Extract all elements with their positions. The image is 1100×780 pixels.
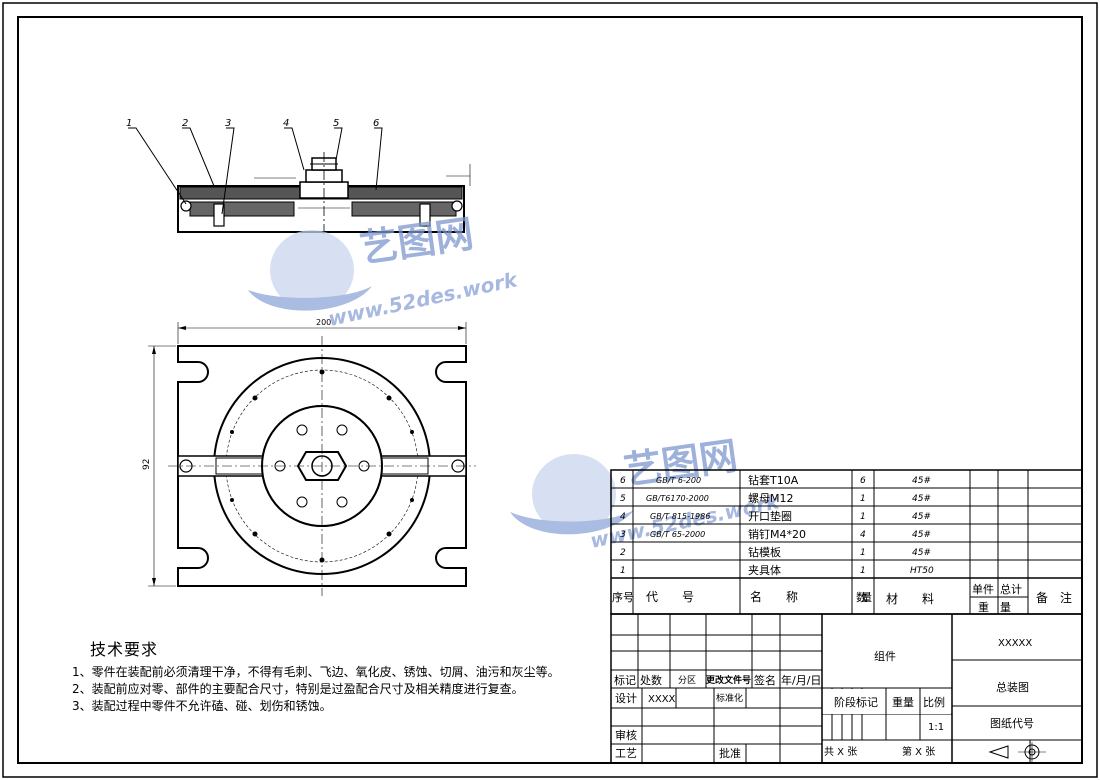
tb-standard: 标准化 bbox=[716, 692, 743, 704]
svg-text:5: 5 bbox=[620, 494, 626, 504]
tb-review: 审核 bbox=[615, 728, 637, 742]
inner-border bbox=[17, 16, 1083, 764]
tb-drawing-name: 总装图 bbox=[996, 680, 1029, 694]
section-view bbox=[128, 127, 471, 236]
balloon-5: 5 bbox=[333, 118, 339, 129]
svg-text:螺母M12: 螺母M12 bbox=[748, 492, 794, 505]
technical-requirements: 技术要求 1、零件在装配前必须清理干净，不得有毛刺、飞边、氧化皮、锈蚀、切屑、油… bbox=[72, 636, 592, 715]
svg-text:45#: 45# bbox=[912, 548, 931, 558]
svg-text:销钉M4*20: 销钉M4*20 bbox=[748, 527, 806, 541]
svg-text:1: 1 bbox=[860, 566, 866, 576]
bom-row: 5 GB/T6170-2000 螺母M12 1 45# bbox=[620, 492, 931, 505]
svg-text:1: 1 bbox=[860, 494, 866, 504]
balloon-2: 2 bbox=[182, 118, 188, 129]
tb-zone: 分区 bbox=[678, 675, 696, 686]
bom-header-unit: 单件 bbox=[972, 583, 994, 596]
tb-weight: 重量 bbox=[892, 695, 914, 709]
bom-header-weight: 重 量 bbox=[978, 600, 1011, 614]
svg-text:45#: 45# bbox=[912, 494, 931, 504]
tb-sign: 签名 bbox=[754, 673, 776, 687]
svg-text:4: 4 bbox=[860, 530, 866, 540]
bom-row: 3 GB/T 65-2000 销钉M4*20 4 45# bbox=[620, 527, 931, 541]
svg-text:4: 4 bbox=[620, 512, 626, 522]
dim-height-label: 92 bbox=[142, 459, 152, 470]
tb-drawing-code: 图纸代号 bbox=[990, 717, 1034, 730]
svg-text:6: 6 bbox=[620, 476, 626, 486]
svg-text:夹具体: 夹具体 bbox=[748, 563, 781, 577]
svg-text:HT50: HT50 bbox=[910, 566, 934, 576]
balloon-labels: 1 2 3 4 5 6 bbox=[126, 118, 379, 129]
tb-date: 年/月/日 bbox=[781, 673, 821, 687]
svg-text:6: 6 bbox=[860, 476, 866, 486]
dim-width-label: 200 bbox=[316, 318, 331, 327]
svg-text:1: 1 bbox=[620, 566, 626, 576]
tb-company: XXXXX bbox=[998, 638, 1032, 649]
projection-symbol-icon bbox=[988, 742, 1046, 762]
bom-rows: 6 GB/T 6-200 钻套T10A 6 45# 5 GB/T6170-200… bbox=[620, 473, 934, 577]
tb-assembly: 组件 bbox=[874, 649, 896, 663]
svg-text:GB/T 6-200: GB/T 6-200 bbox=[656, 476, 701, 485]
tech-req-item-2: 2、装配前应对零、部件的主要配合尺寸，特别是过盈配合尺寸及相关精度进行复查。 bbox=[72, 682, 524, 696]
balloon-3: 3 bbox=[225, 118, 231, 129]
svg-text:GB/T 815-1986: GB/T 815-1986 bbox=[650, 512, 710, 521]
bom-row: 4 GB/T 815-1986 开口垫圈 1 45# bbox=[620, 509, 931, 523]
balloon-6: 6 bbox=[373, 118, 379, 129]
svg-text:3: 3 bbox=[620, 530, 626, 540]
tech-req-title: 技术要求 bbox=[90, 640, 159, 659]
svg-text:GB/T 65-2000: GB/T 65-2000 bbox=[650, 530, 705, 539]
svg-text:45#: 45# bbox=[912, 476, 931, 486]
svg-text:GB/T6170-2000: GB/T6170-2000 bbox=[646, 494, 709, 503]
bom-row: 6 GB/T 6-200 钻套T10A 6 45# bbox=[620, 473, 931, 487]
bom-header-material: 材 料 bbox=[886, 592, 934, 606]
svg-text:1: 1 bbox=[860, 512, 866, 522]
watermark-1: 艺图网 www.52des.work bbox=[248, 211, 521, 331]
tech-req-item-3: 3、装配过程中零件不允许磕、碰、划伤和锈蚀。 bbox=[72, 699, 332, 713]
tb-doc-no: 更改文件号 bbox=[706, 674, 751, 686]
svg-text:开口垫圈: 开口垫圈 bbox=[748, 509, 792, 523]
balloon-1: 1 bbox=[126, 118, 132, 129]
bom-header-code: 代 号 bbox=[646, 590, 694, 604]
title-block-text: 标记 处数 分区 更改文件号 签名 年/月/日 设计 XXXX 标准化 审核 工… bbox=[614, 638, 1034, 760]
watermark-brand-1: 艺图网 bbox=[357, 211, 476, 270]
svg-text:45#: 45# bbox=[912, 530, 931, 540]
svg-text:2: 2 bbox=[620, 548, 626, 558]
bom-header-no: 序号 bbox=[612, 590, 634, 604]
tb-sheet-no: 第 X 张 bbox=[902, 745, 935, 758]
svg-text:1: 1 bbox=[860, 548, 866, 558]
tb-sheets: 共 X 张 bbox=[824, 746, 857, 758]
tb-scale: 1:1 bbox=[928, 722, 944, 733]
tb-process: 工艺 bbox=[615, 747, 637, 760]
bom-row: 1 夹具体 1 HT50 bbox=[620, 563, 934, 577]
balloon-4: 4 bbox=[283, 118, 289, 129]
tb-stage: 阶段标记 bbox=[834, 695, 878, 709]
tb-approve: 批准 bbox=[719, 746, 741, 760]
tb-scale-label: 比例 bbox=[923, 695, 945, 709]
bom-header-remark: 备 注 bbox=[1036, 590, 1072, 605]
bom-header-total: 总计 bbox=[1000, 582, 1022, 596]
svg-text:钻模板: 钻模板 bbox=[748, 545, 781, 559]
bom-header-name: 名 称 bbox=[750, 589, 798, 604]
tb-count: 处数 bbox=[640, 674, 662, 687]
plan-view bbox=[148, 322, 476, 596]
bom-header-qty: 数量 bbox=[856, 591, 872, 604]
tb-mark: 标记 bbox=[614, 673, 636, 687]
tb-design: 设计 bbox=[615, 692, 637, 705]
tech-req-item-1: 1、零件在装配前必须清理干净，不得有毛刺、飞边、氧化皮、锈蚀、切屑、油污和灰尘等… bbox=[72, 665, 560, 679]
tb-designer: XXXX bbox=[648, 694, 676, 705]
svg-text:钻套T10A: 钻套T10A bbox=[748, 473, 799, 487]
bom-header: 序号 代 号 名 称 数量 材 料 单件 总计 重 量 备 注 bbox=[612, 582, 1072, 614]
svg-text:45#: 45# bbox=[912, 512, 931, 522]
bom-row: 2 钻模板 1 45# bbox=[620, 545, 931, 559]
